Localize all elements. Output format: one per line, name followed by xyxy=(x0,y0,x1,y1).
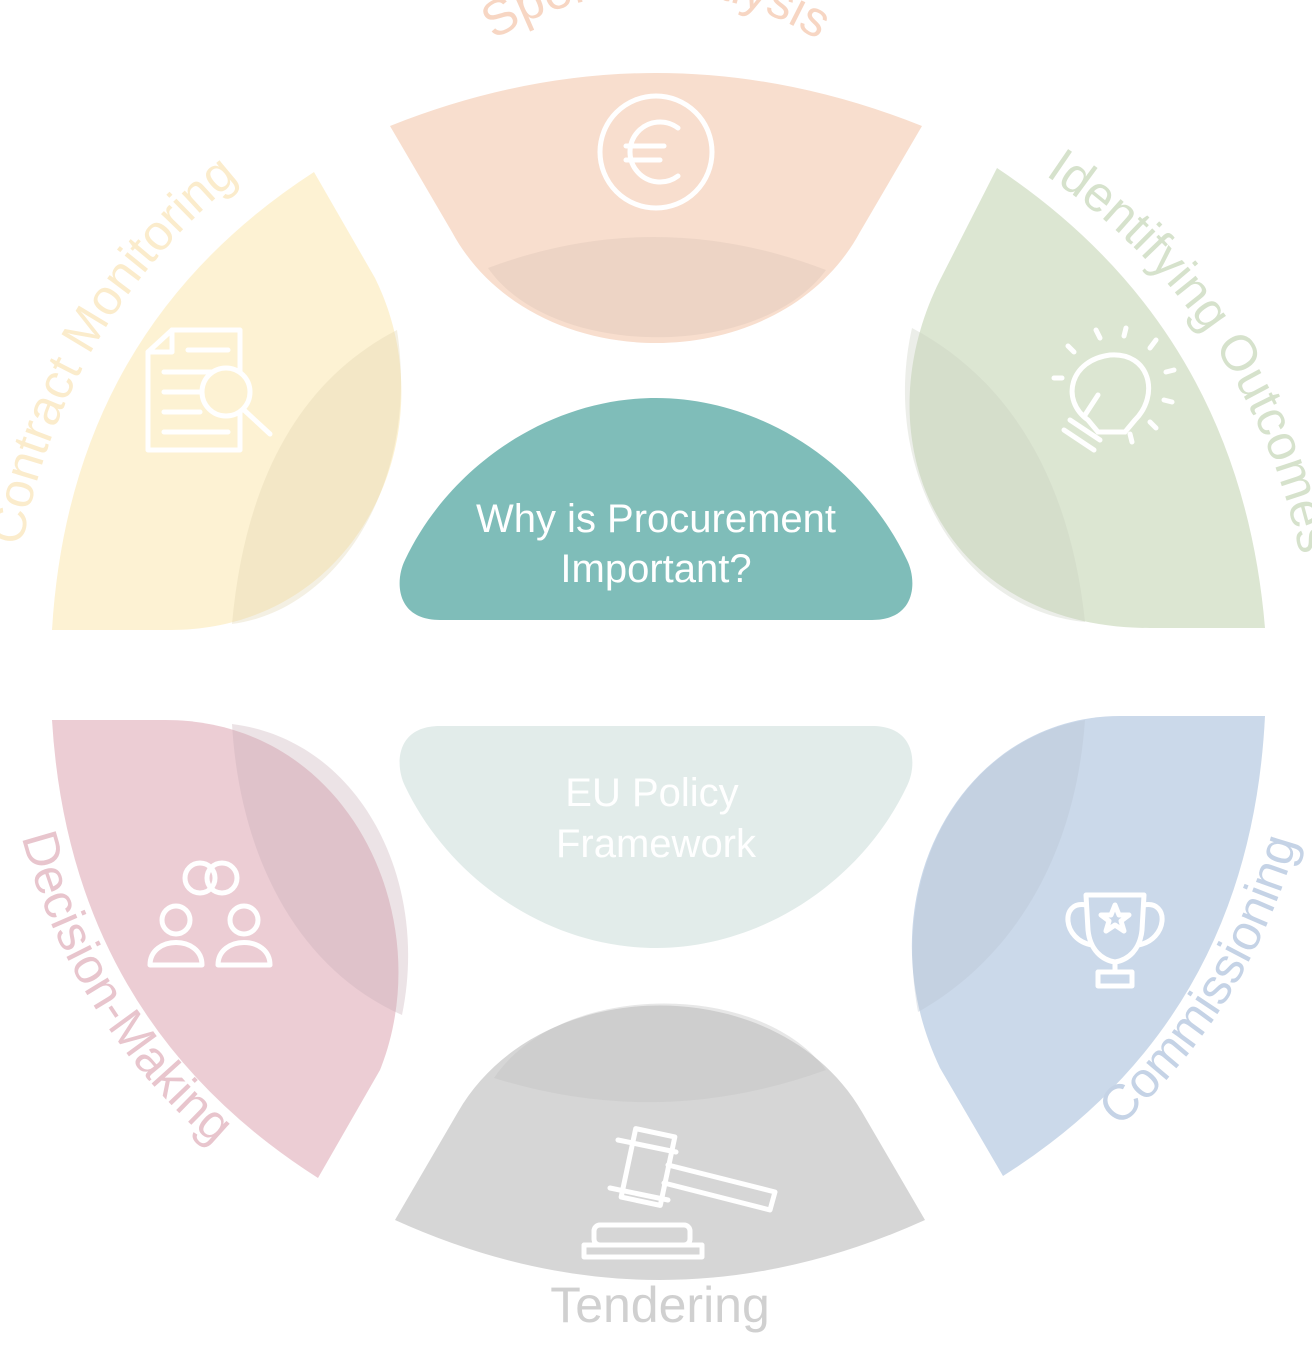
center-why-procurement[interactable]: Why is Procurement Important? xyxy=(399,398,913,620)
center-bottom-line2: Framework xyxy=(556,822,757,866)
identifying-outcomes-overlap xyxy=(904,328,1085,622)
segment-identifying-outcomes[interactable]: Identifying Outcomes xyxy=(904,138,1312,628)
tendering-label: Tendering xyxy=(550,1277,770,1333)
commissioning-overlap xyxy=(912,720,1085,1012)
segment-commissioning[interactable]: Commissioning xyxy=(911,716,1308,1176)
center-bottom-shape xyxy=(399,726,913,948)
contract-monitoring-overlap xyxy=(232,330,401,624)
euro-coin-icon xyxy=(597,93,715,211)
trophy-icon xyxy=(1065,892,1165,989)
people-discussion-icon xyxy=(147,860,273,968)
decision-making-overlap xyxy=(232,724,409,1015)
document-search-icon xyxy=(145,327,273,453)
center-top-line1: Why is Procurement xyxy=(476,497,836,541)
center-top-shape xyxy=(399,398,913,620)
center-eu-policy[interactable]: EU Policy Framework xyxy=(399,726,913,948)
segment-tendering[interactable]: Tendering xyxy=(395,1003,925,1333)
segment-contract-monitoring[interactable]: Contract Monitoring xyxy=(0,144,402,630)
spend-analysis-label: Spend Analysis xyxy=(472,0,841,49)
spend-analysis-overlap xyxy=(488,236,826,338)
lightbulb-icon xyxy=(1051,325,1177,453)
tendering-petal xyxy=(395,1005,925,1280)
tendering-overlap xyxy=(494,1003,826,1103)
segment-spend-analysis[interactable]: Spend Analysis xyxy=(390,0,922,343)
segment-decision-making[interactable]: Decision-Making xyxy=(11,720,409,1178)
identifying-outcomes-petal xyxy=(909,168,1265,628)
gavel-icon xyxy=(581,1126,778,1260)
center-top-line2: Important? xyxy=(560,547,751,591)
center-bottom-line1: EU Policy xyxy=(565,771,738,815)
